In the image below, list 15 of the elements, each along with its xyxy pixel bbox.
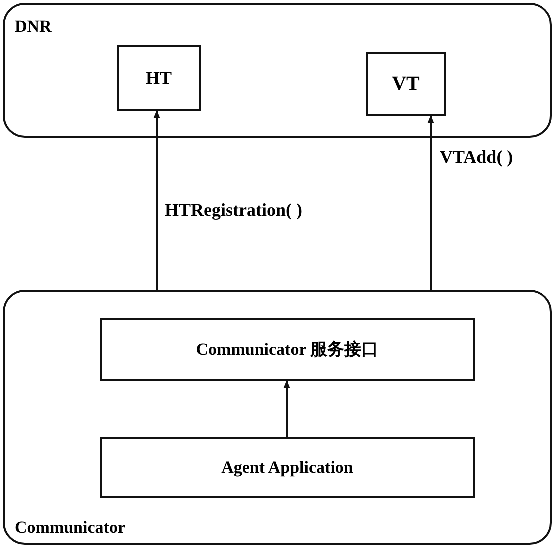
box-label: Agent Application [222,458,354,478]
arrow [428,115,434,290]
component-box [100,437,475,498]
container-box [3,290,552,545]
arrow [284,380,290,437]
component-box [366,52,446,116]
container-title: Communicator [15,518,126,538]
component-box [100,318,475,381]
container-box [3,3,552,138]
container-title: DNR [15,17,52,37]
component-box [117,45,201,111]
box-label: HT [146,68,172,88]
box-label: Communicator 服务接口 [196,339,379,361]
box-label: VT [392,72,420,96]
arrow [154,110,160,290]
